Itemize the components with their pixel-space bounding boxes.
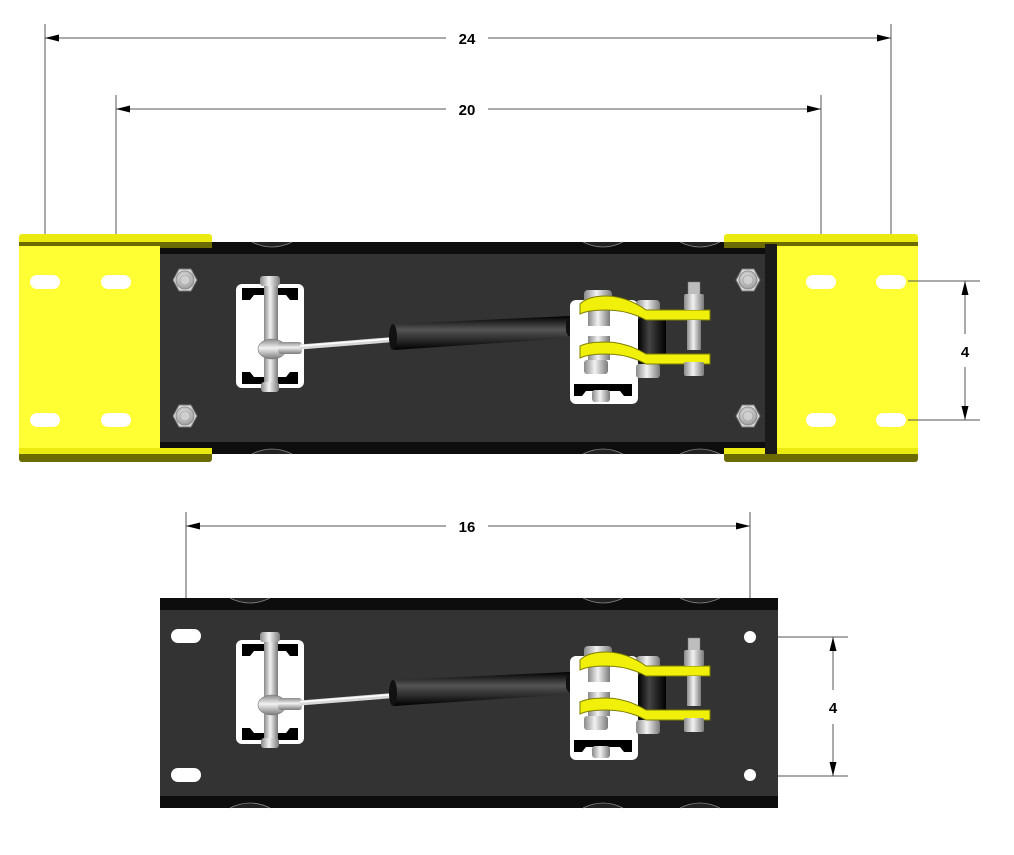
slot-hole (171, 768, 201, 782)
slot-hole (806, 275, 836, 289)
dimension-label-20: 20 (459, 102, 476, 119)
slot-hole (876, 413, 906, 427)
top-assembly-view: 24 20 (19, 24, 980, 462)
dimension-label-4-bottom: 4 (829, 700, 838, 717)
dimension-16: 16 (185, 512, 751, 598)
slot-hole (171, 629, 201, 643)
slot-hole (101, 413, 131, 427)
slot-hole (101, 275, 131, 289)
round-hole (744, 631, 756, 643)
round-hole (744, 769, 756, 781)
dimension-4-bottom: 4 (778, 636, 848, 777)
dimension-4-top: 4 (908, 280, 980, 421)
slot-hole (30, 275, 60, 289)
mount-plate-top (160, 241, 776, 455)
slot-hole (806, 413, 836, 427)
right-yellow-bracket (724, 234, 918, 462)
dimension-label-16: 16 (459, 519, 476, 536)
dimension-label-24: 24 (459, 31, 476, 48)
dimension-label-4-top: 4 (961, 344, 970, 361)
bottom-assembly-view: 16 4 (160, 512, 848, 809)
dimension-24: 24 (44, 24, 892, 234)
dimension-20: 20 (115, 95, 822, 234)
slot-hole (30, 413, 60, 427)
mount-plate-bottom (160, 597, 778, 809)
left-yellow-bracket (19, 234, 212, 462)
slot-hole (876, 275, 906, 289)
